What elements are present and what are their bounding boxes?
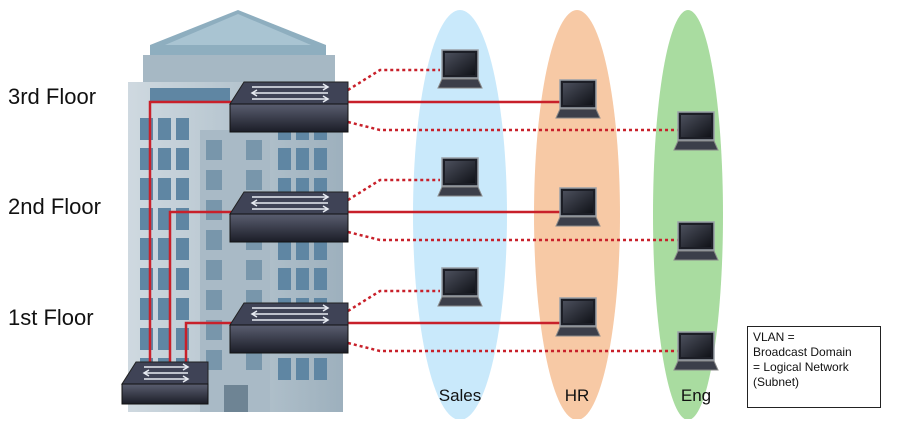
vlan-sales-region — [413, 10, 507, 420]
link-3rd-eng — [347, 120, 680, 132]
legend-line-4: (Subnet) — [753, 375, 800, 389]
link-2nd-eng — [347, 230, 680, 242]
uplink-2nd — [168, 210, 232, 372]
core-switch — [121, 361, 209, 405]
link-1st-eng — [347, 341, 680, 353]
link-1st-sales — [347, 289, 440, 313]
laptop-sales-1st — [437, 267, 483, 307]
laptop-sales-2nd — [437, 157, 483, 197]
laptop-sales-3rd — [437, 49, 483, 89]
network-links — [148, 68, 680, 372]
laptop-eng-3rd — [673, 111, 719, 151]
floor-label-3rd: 3rd Floor — [8, 84, 97, 109]
laptop-eng-2nd — [673, 221, 719, 261]
legend-box: VLAN = Broadcast Domain = Logical Networ… — [747, 326, 881, 408]
legend-line-3: = Logical Network — [753, 360, 849, 374]
floor-label-1st: 1st Floor — [8, 305, 94, 330]
group-label-hr: HR — [564, 386, 590, 405]
legend-line-2: Broadcast Domain — [753, 345, 852, 359]
laptop-hr-1st — [555, 297, 601, 337]
legend-line-1: VLAN = — [753, 330, 795, 344]
laptop-eng-1st — [673, 331, 719, 371]
group-label-eng: Eng — [680, 386, 712, 405]
laptop-hr-3rd — [555, 79, 601, 119]
switch-3rd-floor — [229, 81, 349, 133]
switch-2nd-floor — [229, 191, 349, 243]
laptops — [437, 49, 719, 371]
link-3rd-sales — [347, 68, 440, 92]
group-label-sales: Sales — [438, 386, 482, 405]
link-2nd-sales — [347, 178, 440, 202]
switch-1st-floor — [229, 302, 349, 354]
building — [128, 10, 343, 412]
floor-label-2nd: 2nd Floor — [8, 194, 101, 219]
uplink-3rd — [148, 100, 232, 370]
laptop-hr-2nd — [555, 187, 601, 227]
switches — [121, 81, 349, 405]
uplink-1st — [184, 321, 232, 372]
